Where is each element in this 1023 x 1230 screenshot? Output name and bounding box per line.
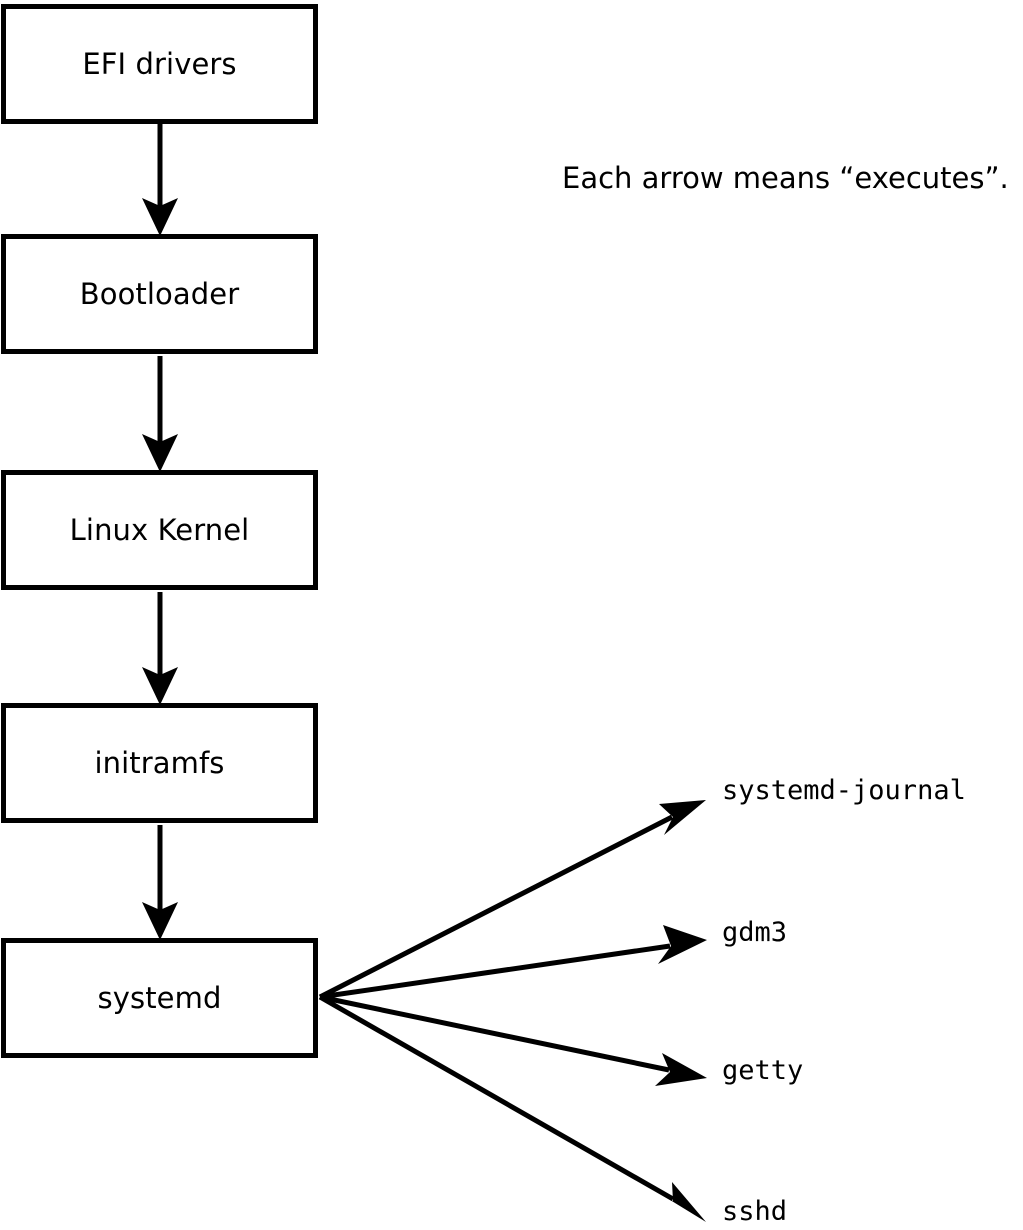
node-bootloader[interactable]: Bootloader — [1, 234, 318, 354]
legend-caption: Each arrow means “executes”. — [562, 161, 1009, 195]
arrow-systemd-to-systemd-journal — [318, 800, 706, 1000]
node-initramfs[interactable]: initramfs — [1, 703, 318, 823]
node-label-bootloader: Bootloader — [79, 276, 240, 311]
process-label-sshd[interactable]: sshd — [722, 1196, 788, 1227]
arrow-systemd-to-getty — [319, 994, 707, 1086]
process-label-getty[interactable]: getty — [722, 1055, 804, 1086]
node-linux-kernel[interactable]: Linux Kernel — [1, 470, 318, 590]
node-label-initramfs: initramfs — [94, 745, 225, 780]
node-label-linux-kernel: Linux Kernel — [69, 512, 250, 547]
arrow-systemd-to-sshd — [318, 994, 706, 1222]
node-efi-drivers[interactable]: EFI drivers — [1, 4, 318, 124]
arrow-initramfs-to-systemd — [142, 825, 178, 940]
process-label-gdm3[interactable]: gdm3 — [722, 917, 788, 948]
arrow-linux-kernel-to-initramfs — [142, 592, 178, 705]
process-label-systemd-journal[interactable]: systemd-journal — [722, 775, 966, 806]
arrow-efi-drivers-to-bootloader — [142, 122, 178, 236]
node-label-systemd: systemd — [97, 980, 222, 1015]
arrow-systemd-to-gdm3 — [319, 925, 707, 1000]
node-label-efi-drivers: EFI drivers — [82, 46, 237, 81]
node-systemd[interactable]: systemd — [1, 938, 318, 1058]
arrow-bootloader-to-linux-kernel — [142, 356, 178, 472]
